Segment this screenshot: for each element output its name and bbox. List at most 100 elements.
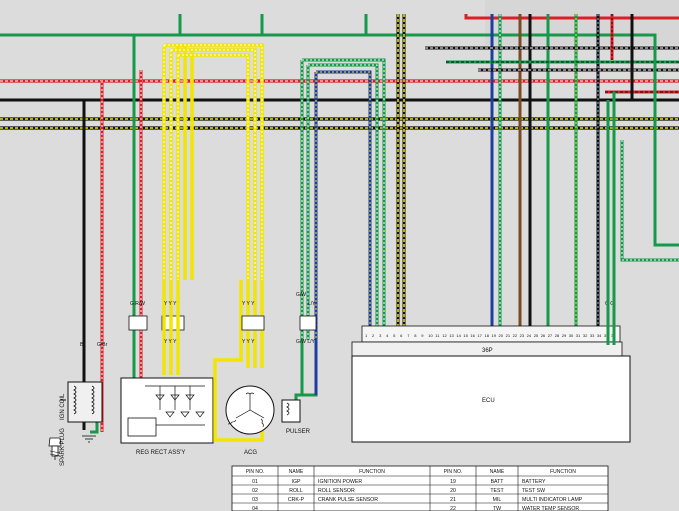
- wire-pulser-lower: [294, 340, 318, 405]
- ecu-pin-number: 19: [492, 333, 497, 338]
- ecu-pin-number: 28: [555, 333, 560, 338]
- harness-area: [485, 0, 679, 45]
- ecu-pin-number: 17: [477, 333, 482, 338]
- table-header-cell: PIN NO.: [246, 469, 265, 475]
- ecu-pin-number: 1: [365, 333, 368, 338]
- table-cell: 22: [450, 506, 456, 511]
- ecu-pin-number: 13: [449, 333, 454, 338]
- label-bl: Bl: [80, 342, 84, 348]
- ecu-pin-number: 15: [463, 333, 468, 338]
- ecu-pin-number: 20: [499, 333, 504, 338]
- ecu-pin-number: 14: [456, 333, 461, 338]
- table-cell: IGNITION POWER: [318, 479, 362, 485]
- table-cell: 01: [252, 479, 258, 485]
- label-gw: G/W: [296, 292, 306, 298]
- pin-table-frame: [231, 465, 609, 511]
- wire-yellow-down-reg: [162, 280, 180, 375]
- ecu-pin-number: 26: [541, 333, 546, 338]
- label-36p: 36P: [482, 348, 493, 354]
- pulser-connector: [299, 315, 317, 331]
- table-cell: MIL: [493, 497, 502, 503]
- wire-green-loop: [610, 33, 679, 247]
- wire-yellow-reg-right: [183, 45, 194, 280]
- acg-group: ACG: [162, 43, 275, 456]
- label-gbr: G/Br: [97, 342, 108, 348]
- wire-green-loop2: [620, 140, 679, 262]
- wire-pulser-blue-stripe: [315, 71, 371, 345]
- table-cell: 20: [450, 488, 456, 494]
- label-spark-plug: SPARK PLUG: [60, 428, 66, 466]
- ecu-pin-number: 33: [590, 333, 595, 338]
- reg-rect-group: REG RECT ASS'Y: [120, 70, 214, 456]
- label-ecu: ECU: [482, 398, 495, 404]
- table-cell: ROLL: [289, 488, 303, 494]
- label-pulser: PULSER: [286, 429, 311, 435]
- wire-yellow-stripes: [163, 44, 263, 280]
- table-header-cell: FUNCTION: [550, 469, 576, 475]
- acg-connector: [241, 315, 265, 331]
- label-g-rw: G R/W: [130, 301, 145, 307]
- regulator-chip: [127, 417, 157, 437]
- table-header-cell: FUNCTION: [359, 469, 385, 475]
- ecu-pin-number: 21: [506, 333, 511, 338]
- pulser-winding: [286, 402, 290, 416]
- ecu-pin-number: 2: [372, 333, 375, 338]
- ecu-pin-number: 27: [548, 333, 553, 338]
- pulser-group: PULSER: [281, 58, 386, 435]
- ecu-pin-number: 16: [470, 333, 475, 338]
- wire-red-h1: [464, 14, 679, 20]
- ecu-pin-number: 4: [386, 333, 389, 338]
- table-cell: BATT: [491, 479, 505, 485]
- wire-pulser-green: [300, 60, 310, 340]
- table-cell: 19: [450, 479, 456, 485]
- table-cell: CRK-P: [288, 497, 305, 503]
- spark-plug-icon: [48, 437, 62, 460]
- coil-windings: [73, 385, 95, 415]
- table-cell: MULTI INDICATOR LAMP: [522, 497, 583, 503]
- label-acg: ACG: [244, 450, 257, 456]
- ign-coil-body: [67, 381, 103, 423]
- label-gg: G G: [605, 301, 614, 307]
- table-cell: TEST: [490, 488, 504, 494]
- ecu-pin-number: 9: [421, 333, 424, 338]
- label-reg-yyy-top: Y Y Y: [164, 301, 177, 307]
- wire-pulser-blue: [316, 70, 372, 345]
- table-cell: 21: [450, 497, 456, 503]
- table-cell: BATTERY: [522, 479, 546, 485]
- table-cell: WATER TEMP SENSOR: [522, 506, 579, 511]
- table-cell: 04: [252, 506, 258, 511]
- ecu-pin-number: 8: [414, 333, 417, 338]
- table-cell: CRANK PULSE SENSOR: [318, 497, 378, 503]
- table-cell: TEST SW: [522, 488, 545, 494]
- ecu-pin-number: 12: [442, 333, 447, 338]
- ecu-pin-number: 29: [562, 333, 567, 338]
- ecu-pin-number: 31: [576, 333, 581, 338]
- ecu-pin-number: 7: [407, 333, 410, 338]
- ecu-pin-number: 5: [393, 333, 396, 338]
- label-gw-ly: G/W L/Y: [296, 339, 316, 345]
- table-header-cell: NAME: [490, 469, 505, 475]
- wire-pulser-to-ecu-stripe: [302, 59, 385, 345]
- table-header-cell: NAME: [289, 469, 304, 475]
- ecu-pin-number: 3: [379, 333, 382, 338]
- label-acg-yyy-bottom: Y Y Y: [242, 339, 255, 345]
- ecu-pin-number: 11: [435, 333, 440, 338]
- label-ign-coil: IGN COIL: [60, 393, 66, 420]
- label-reg-rect: REG RECT ASS'Y: [136, 450, 185, 456]
- pin-table-grid: [232, 466, 608, 511]
- label-reg-yyy-bottom: Y Y Y: [164, 339, 177, 345]
- ecu-pin-number: 18: [485, 333, 490, 338]
- ground-icon: [82, 435, 96, 443]
- ecu-box: [351, 355, 631, 443]
- table-cell: IGP: [292, 479, 301, 485]
- pulser-coil: [281, 399, 301, 423]
- wire-green-loop2-stripe: [621, 140, 679, 261]
- ecu-pin-number: 34: [597, 333, 602, 338]
- ecu-pin-number: 10: [428, 333, 433, 338]
- reg-connector: [128, 315, 148, 331]
